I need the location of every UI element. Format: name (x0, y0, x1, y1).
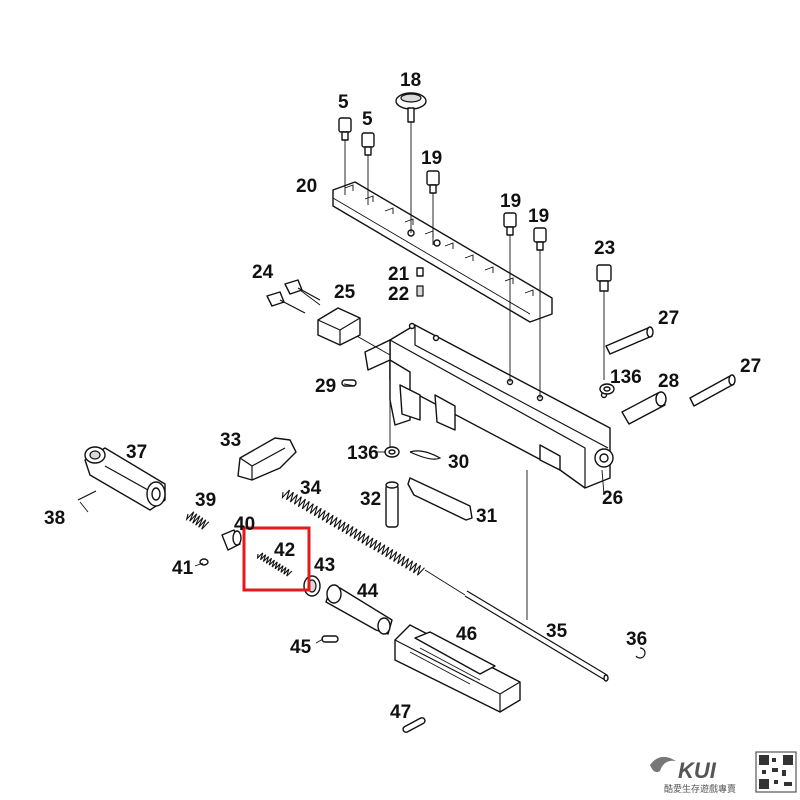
label-32: 32 (360, 489, 381, 510)
label-136: 136 (610, 367, 642, 388)
screw-part-5b (361, 132, 375, 156)
highlight-box-part-42 (242, 526, 311, 592)
brand-name: KUI (678, 758, 717, 783)
label-18: 18 (400, 70, 421, 91)
label-29: 29 (315, 376, 336, 397)
label-44: 44 (357, 581, 379, 602)
label-19: 19 (500, 191, 521, 212)
label-46: 46 (456, 624, 477, 645)
label-27: 27 (658, 308, 679, 329)
label-24: 24 (252, 262, 274, 283)
brand-watermark: KUI 酷愛生存遊戲專賣 (650, 751, 797, 795)
plate-part-31 (407, 477, 473, 521)
screw-part-23 (596, 264, 612, 292)
spring-part-30 (409, 450, 442, 460)
screw-part-19c (533, 227, 547, 251)
label-41: 41 (172, 558, 194, 579)
label-136: 136 (347, 443, 379, 464)
piston-part-44 (325, 584, 393, 635)
label-36: 36 (626, 629, 647, 650)
clip-part-36 (635, 647, 646, 659)
pin-part-27b (689, 374, 736, 407)
receiver-part-26 (364, 322, 614, 489)
label-19: 19 (528, 206, 549, 227)
rod-part-35 (464, 590, 609, 682)
leader-lines (79, 383, 605, 644)
label-26: 26 (602, 488, 623, 509)
disc-part-18 (395, 92, 427, 123)
label-34: 34 (300, 478, 322, 499)
screw-part-24 (266, 279, 321, 314)
washer-part-136b (384, 446, 400, 458)
label-39: 39 (195, 490, 216, 511)
label-42: 42 (274, 540, 295, 561)
label-31: 31 (476, 506, 498, 527)
pin-part-47 (402, 717, 426, 733)
brand-tagline: 酷愛生存遊戲專賣 (664, 783, 736, 795)
pin-part-28 (621, 391, 667, 425)
pin-part-22 (416, 285, 424, 297)
bolt-part-46 (394, 624, 521, 713)
spring-part-42 (256, 552, 293, 577)
screw-part-19a (426, 170, 440, 194)
ring-part-43 (303, 575, 321, 597)
part-labels: 5 5 18 19 19 19 20 21 22 23 24 25 26 27 … (44, 70, 761, 723)
rail-part-20 (332, 181, 553, 323)
label-19: 19 (421, 148, 442, 169)
nozzle-part-37 (84, 446, 166, 511)
label-35: 35 (546, 621, 568, 642)
block-part-25 (317, 307, 361, 346)
pin-part-32 (385, 481, 399, 528)
label-28: 28 (658, 371, 679, 392)
label-47: 47 (390, 702, 411, 723)
label-21: 21 (388, 264, 410, 285)
label-38: 38 (44, 508, 65, 529)
label-45: 45 (290, 637, 312, 658)
label-5: 5 (362, 109, 373, 130)
pin-part-21 (416, 267, 424, 277)
label-30: 30 (448, 452, 469, 473)
label-40: 40 (234, 514, 255, 535)
label-22: 22 (388, 284, 409, 305)
label-23: 23 (594, 238, 615, 259)
pin-part-38 (77, 490, 97, 501)
label-33: 33 (220, 430, 241, 451)
label-20: 20 (296, 176, 317, 197)
lever-part-33 (237, 437, 297, 481)
pin-part-27a (605, 326, 654, 355)
spring-part-39 (185, 511, 210, 530)
screw-part-19b (503, 212, 517, 236)
pin-part-45 (321, 635, 339, 643)
spring-part-34 (281, 489, 425, 576)
brand-logo-icon (650, 756, 676, 773)
valve-part-40 (221, 529, 242, 551)
label-25: 25 (334, 282, 356, 303)
qr-code-icon (755, 751, 797, 793)
assembly-lines (299, 112, 605, 620)
label-37: 37 (126, 442, 147, 463)
screw-part-5a (338, 117, 352, 141)
label-5: 5 (338, 92, 349, 113)
label-27: 27 (740, 356, 761, 377)
label-43: 43 (314, 555, 335, 576)
washer-part-136a (599, 383, 615, 395)
